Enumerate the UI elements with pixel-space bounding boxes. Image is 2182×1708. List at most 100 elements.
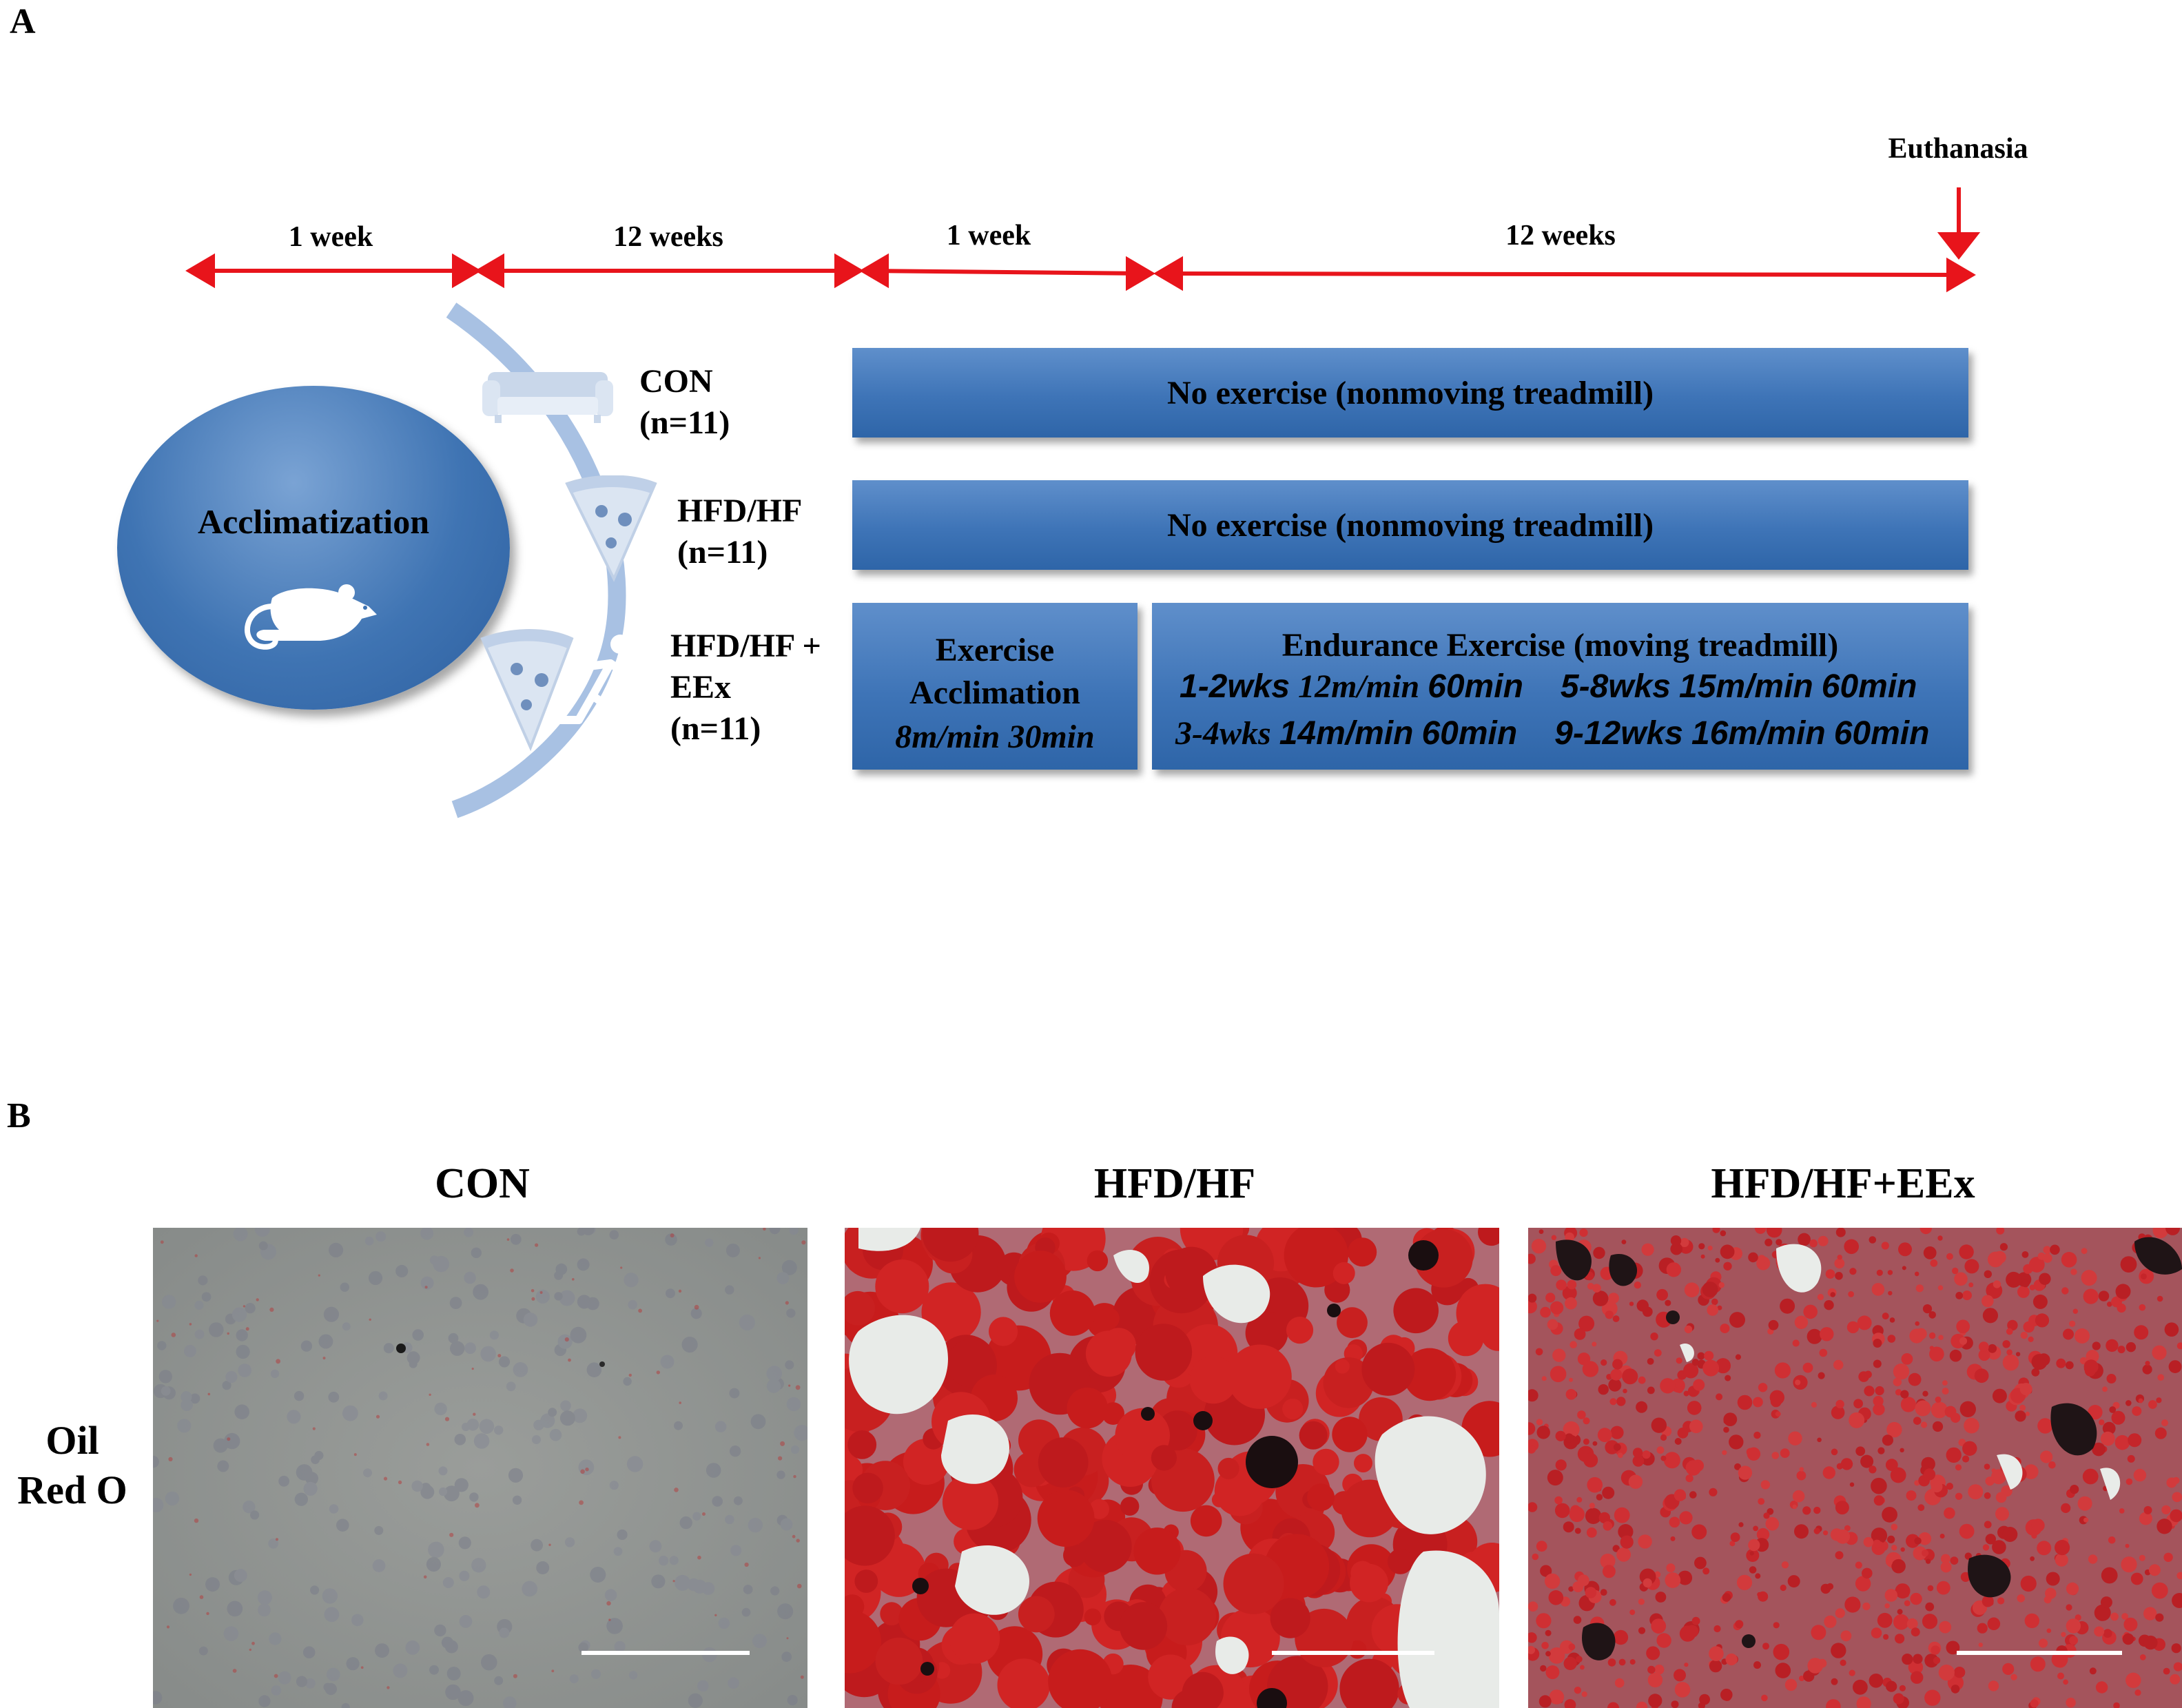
micrograph-texture-dot xyxy=(378,1391,388,1401)
micrograph-texture-dot xyxy=(1678,1570,1693,1585)
micrograph-texture-dot xyxy=(256,1298,259,1301)
micrograph-texture-dot xyxy=(318,1274,320,1277)
micrograph-texture-dot xyxy=(606,1618,623,1634)
micrograph-texture-dot xyxy=(1089,1499,1109,1519)
micrograph-texture-dot xyxy=(1685,1460,1701,1476)
micrograph-texture-dot xyxy=(2055,1553,2068,1567)
micrograph-texture-dot xyxy=(1335,1359,1350,1374)
micrograph-texture-dot xyxy=(2123,1617,2138,1632)
micrograph-texture-dot xyxy=(540,1413,555,1428)
micrograph-texture-dot xyxy=(2139,1654,2146,1660)
micrograph-texture-dot xyxy=(1891,1558,1906,1574)
micrograph-texture-dot xyxy=(1737,1395,1753,1410)
micrograph-texture-dot xyxy=(450,1341,465,1356)
micrograph-texture-dot xyxy=(227,1601,243,1617)
micrograph-texture-dot xyxy=(1895,1583,1911,1599)
micrograph-texture-dot xyxy=(375,1231,387,1242)
micrograph-texture-dot xyxy=(922,1228,979,1262)
micrograph-texture-dot xyxy=(1680,1237,1689,1247)
micrograph-texture-dot xyxy=(480,1346,496,1362)
micrograph-texture-dot xyxy=(1646,1646,1660,1660)
micrograph-texture-dot xyxy=(1735,1354,1741,1360)
micrograph-texture-dot xyxy=(1284,1228,1348,1288)
micrograph-texture-dot xyxy=(1844,1596,1861,1613)
micrograph-texture-dot xyxy=(1339,1658,1399,1708)
micrograph-texture-dot xyxy=(1592,1441,1598,1446)
micrograph-texture-dot xyxy=(1919,1228,1932,1235)
micrograph-texture-dot xyxy=(750,1414,766,1430)
micrograph-texture-dot xyxy=(725,1285,734,1295)
micrograph-texture-dot xyxy=(449,1532,454,1537)
micrograph-texture-dot xyxy=(1940,1561,1952,1573)
schedule-time-1-2: 60min xyxy=(1428,668,1523,705)
micrograph-texture-dot xyxy=(660,1355,675,1369)
micrograph-texture-dot xyxy=(1913,1546,1927,1561)
micrograph-texture-dot xyxy=(1873,1359,1882,1368)
micrograph-texture-dot xyxy=(554,1292,563,1301)
micrograph-texture-dot xyxy=(251,1641,255,1645)
micrograph-texture-dot xyxy=(1882,1507,1897,1523)
micrograph-texture-dot xyxy=(1881,1242,1889,1250)
micrograph-texture-dot xyxy=(1764,1238,1773,1246)
micrograph-texture-dot xyxy=(189,1573,192,1576)
micrograph-texture-dot xyxy=(506,1381,516,1392)
micrograph-texture-dot xyxy=(194,1329,205,1339)
micrograph-texture-dot xyxy=(1098,1665,1163,1708)
micrograph-texture-dot xyxy=(2102,1421,2116,1435)
micrograph-texture-dot xyxy=(1968,1282,1974,1288)
micrograph-texture-dot xyxy=(2148,1564,2161,1576)
micrograph-texture-dot xyxy=(628,1671,638,1680)
micrograph-texture-dot xyxy=(1723,1426,1729,1433)
micrograph-texture-dot xyxy=(448,1333,459,1344)
micrograph-texture-dot xyxy=(372,1559,386,1572)
micrograph-texture-dot xyxy=(1773,1643,1790,1660)
micrograph-texture-dot xyxy=(2133,1468,2147,1482)
micrograph-texture-dot xyxy=(276,1538,278,1541)
micrograph-texture-dot xyxy=(2019,1383,2032,1396)
micrograph-texture-dot xyxy=(1936,1581,1951,1595)
micrograph-texture-dot xyxy=(2077,1496,2092,1511)
micrograph-texture-dot xyxy=(1602,1486,1615,1499)
micrograph-texture-dot xyxy=(1835,1529,1850,1544)
micrograph-texture-dot xyxy=(1855,1561,1862,1569)
micrograph-texture-dot xyxy=(233,1228,248,1242)
micrograph-texture-dot xyxy=(1565,1389,1577,1400)
micrograph-texture-dot xyxy=(473,1412,476,1416)
acclimation-detail: 8m/min 30min xyxy=(895,719,1095,755)
micrograph-texture-dot xyxy=(1528,1502,1538,1512)
micrograph-texture-dot xyxy=(947,1339,995,1388)
micrograph-texture-dot xyxy=(785,1360,794,1370)
micrograph-texture-dot xyxy=(845,1290,875,1326)
micrograph-texture-dot xyxy=(1875,1386,1884,1396)
micrograph-texture-dot xyxy=(369,1318,371,1321)
micrograph-texture-dot xyxy=(2163,1667,2170,1675)
micrograph-texture-dot xyxy=(398,1480,402,1485)
micrograph-texture-dot xyxy=(1758,1591,1769,1602)
micrograph-texture-dot xyxy=(1638,1598,1645,1605)
micrograph-texture-dot xyxy=(2156,1397,2162,1403)
group-hf-n: (n=11) xyxy=(677,534,768,570)
micrograph-texture-dot xyxy=(539,1291,543,1294)
micrograph-texture-dot xyxy=(1720,1244,1735,1259)
micrograph-texture-dot xyxy=(1869,1465,1877,1474)
micrograph-texture-dot xyxy=(1993,1280,2001,1288)
micrograph-texture-dot xyxy=(854,1570,878,1593)
micrograph-texture-dot xyxy=(1712,1228,1720,1233)
micrograph-texture-dot xyxy=(1781,1561,1789,1569)
micrograph-texture-dot xyxy=(1685,1625,1699,1638)
micrograph-texture-dot xyxy=(2141,1273,2147,1279)
micrograph-texture-dot xyxy=(2126,1400,2132,1406)
micrograph-texture-dot xyxy=(2152,1345,2167,1360)
micrograph-texture-dot xyxy=(1964,1259,1979,1274)
micrograph-texture-dot xyxy=(1849,1669,1855,1676)
micrograph-texture-dot xyxy=(1946,1483,1953,1490)
micrograph-texture-dot xyxy=(786,1397,801,1412)
micrograph-texture-dot xyxy=(445,1684,461,1700)
micrograph-texture-dot xyxy=(1813,1506,1821,1514)
micrograph-texture-dot xyxy=(531,1539,543,1552)
micrograph-texture-dot xyxy=(207,1392,211,1396)
micrograph-texture-dot xyxy=(1951,1685,1960,1694)
pizza-slice-icon xyxy=(565,475,657,582)
micrograph-texture-dot xyxy=(1569,1341,1577,1348)
micrograph-texture-dot xyxy=(1722,1593,1731,1602)
